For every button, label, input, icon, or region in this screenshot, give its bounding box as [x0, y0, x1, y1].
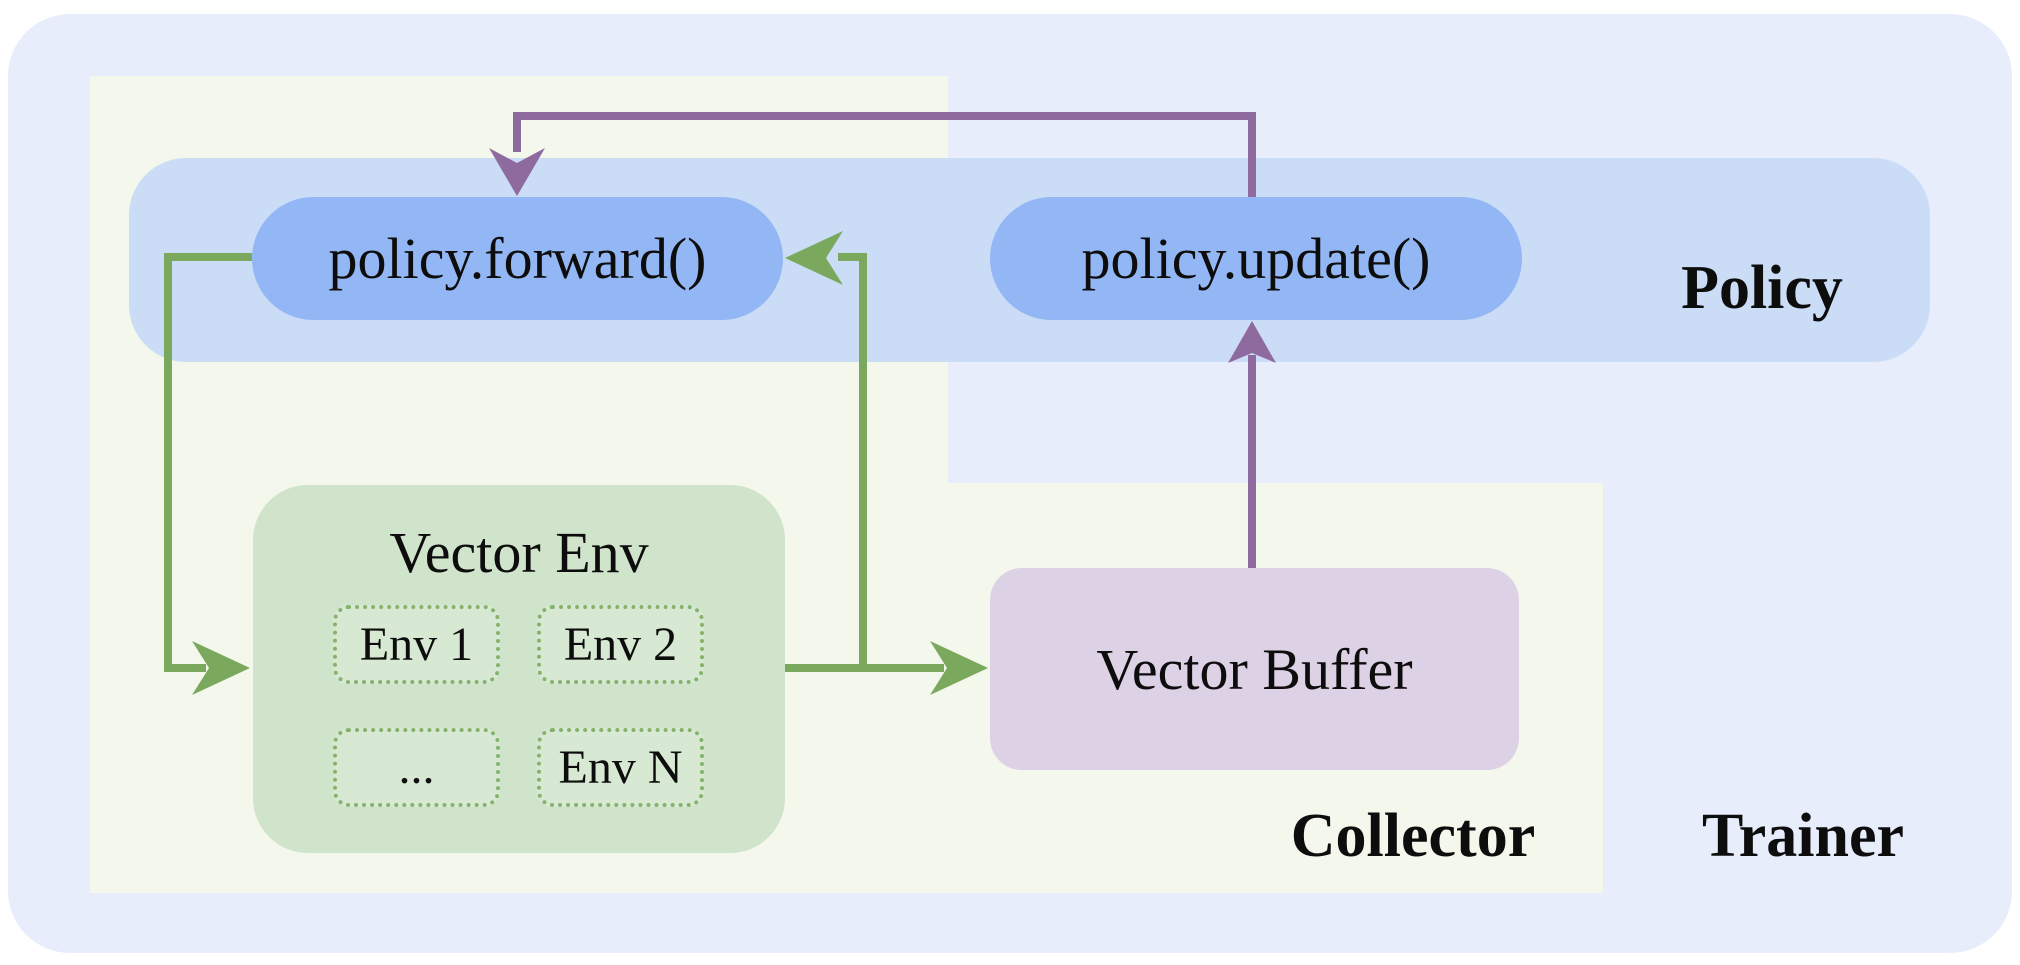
env-n-cell: Env N — [537, 728, 704, 807]
env-2-cell: Env 2 — [537, 605, 704, 684]
collector-region-label: Collector — [1290, 801, 1536, 870]
policy-update-node: policy.update() — [990, 197, 1522, 320]
vector-buffer-box: Vector Buffer — [990, 568, 1519, 770]
policy-forward-node: policy.forward() — [252, 197, 783, 320]
env-ellipsis-cell: ... — [333, 728, 500, 807]
trainer-region-label: Trainer — [1701, 801, 1904, 870]
vector-env-title: Vector Env — [389, 519, 649, 585]
policy-region-label: Policy — [1681, 253, 1843, 322]
env-1-cell: Env 1 — [333, 605, 500, 684]
